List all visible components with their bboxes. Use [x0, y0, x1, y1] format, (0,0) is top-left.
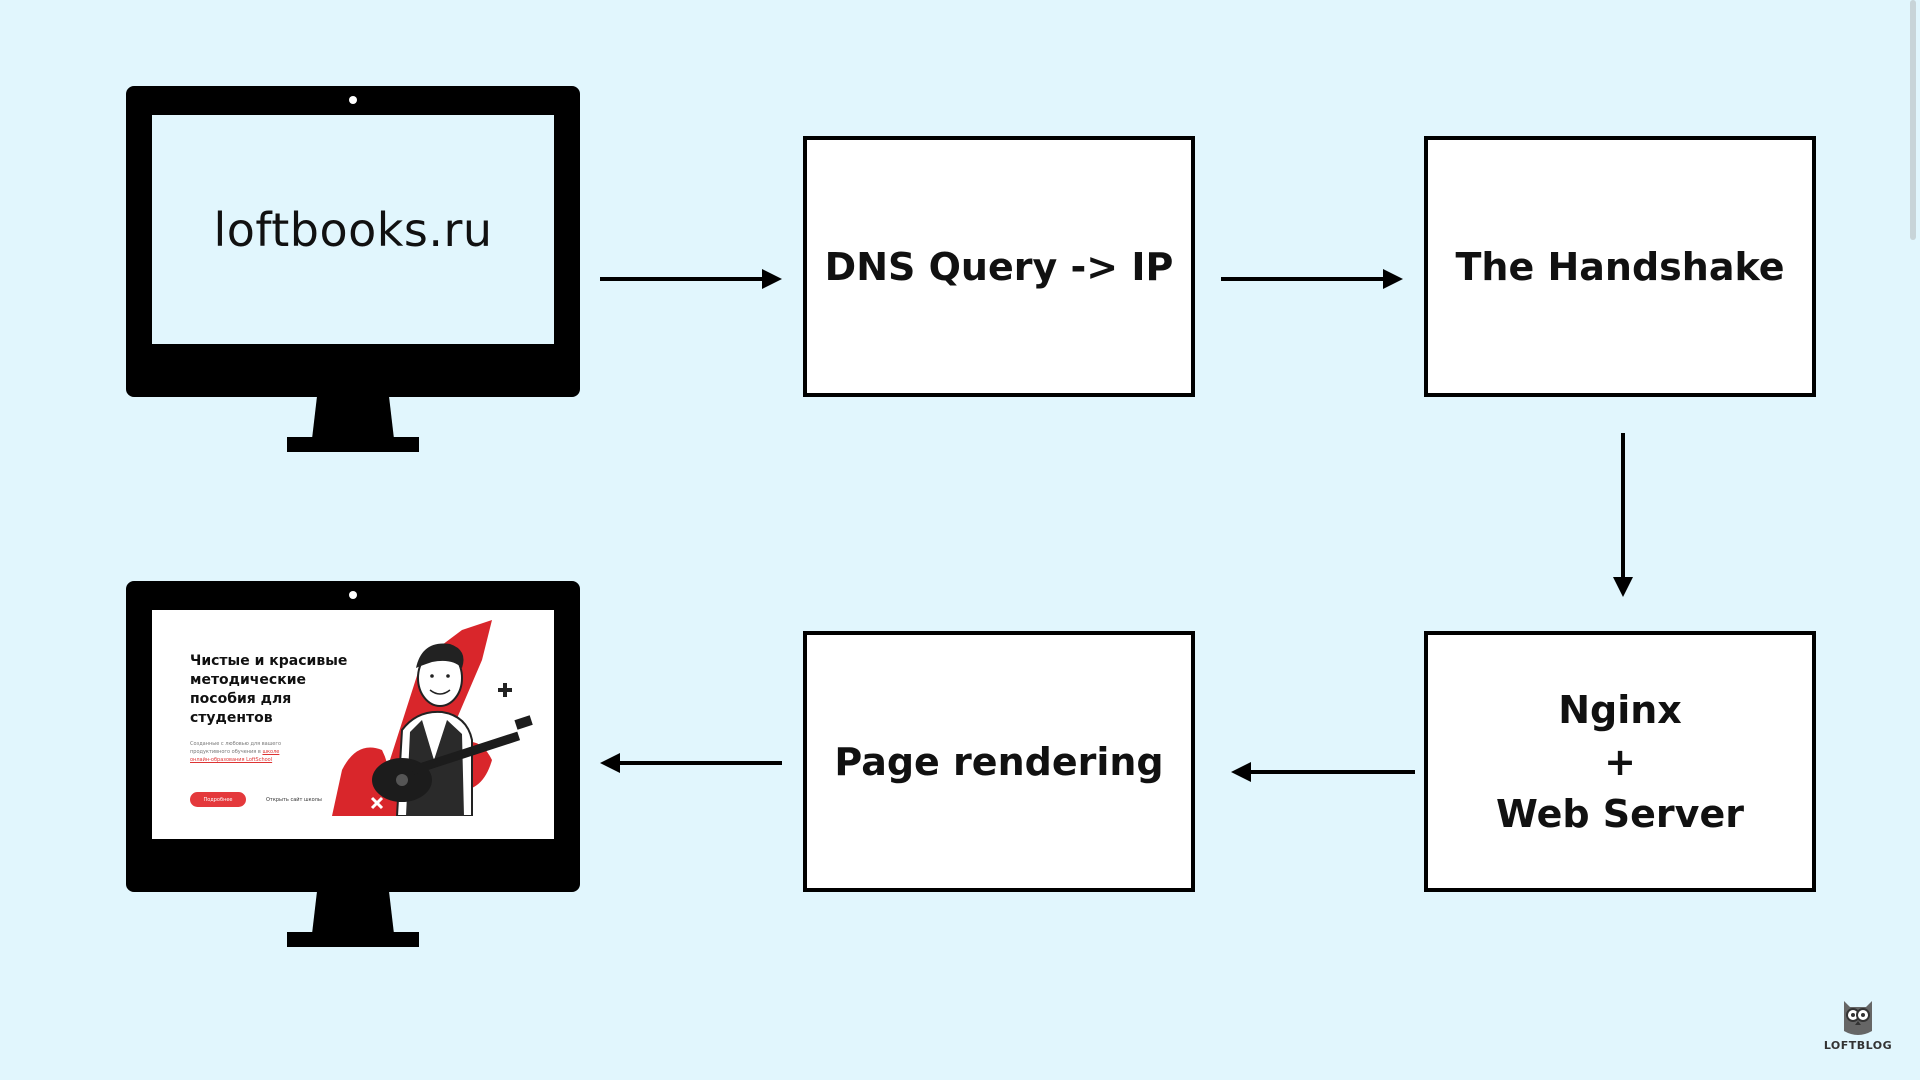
arrow-monitor-to-dns	[600, 269, 782, 289]
nginx-label: Nginx	[1558, 687, 1682, 732]
website-preview: Чистые и красивые методические пособия д…	[152, 620, 538, 816]
monitor-stand-neck	[312, 892, 394, 934]
monitor-screen: Чистые и красивые методические пособия д…	[152, 610, 554, 839]
camera-dot	[349, 591, 357, 599]
web-server-text: Web Server	[1496, 791, 1744, 836]
arrow-server-to-render	[1231, 762, 1415, 782]
dns-query-label: DNS Query -> IP	[824, 244, 1174, 289]
site-primary-button: Подробнее	[190, 792, 246, 807]
site-heading: Чистые и красивые методические пособия д…	[190, 653, 348, 726]
url-text: loftbooks.ru	[213, 203, 493, 257]
loftblog-logo: LOFTBLOG	[1822, 995, 1894, 1052]
monitor-stand-base	[287, 932, 419, 947]
web-server-box: Nginx + Web Server	[1424, 631, 1816, 892]
owl-icon	[1844, 1001, 1872, 1035]
scrollbar[interactable]	[1910, 0, 1916, 240]
logo-text: LOFTBLOG	[1823, 1039, 1893, 1052]
camera-dot	[349, 96, 357, 104]
page-rendering-label: Page rendering	[834, 739, 1164, 784]
handshake-box: The Handshake	[1424, 136, 1816, 397]
arrow-dns-to-handshake	[1221, 269, 1403, 289]
monitor-stand-neck	[312, 397, 394, 439]
arrow-render-to-monitor	[600, 753, 782, 773]
site-description: Созданные с любовью для вашего продуктив…	[190, 740, 300, 764]
web-server-label: Nginx + Web Server	[1496, 684, 1744, 840]
site-secondary-button: Открыть сайт школы	[266, 796, 322, 803]
monitor-stand-base	[287, 437, 419, 452]
page-rendering-box: Page rendering	[803, 631, 1195, 892]
monitor-screen: loftbooks.ru	[152, 115, 554, 344]
arrow-handshake-to-server	[1613, 433, 1633, 597]
plus-label: +	[1604, 739, 1636, 784]
handshake-label: The Handshake	[1455, 244, 1785, 289]
site-description-text: Созданные с любовью для вашего продуктив…	[190, 741, 282, 755]
site-description-link: школе онлайн-образования LoftSchool	[190, 749, 280, 763]
dns-query-box: DNS Query -> IP	[803, 136, 1195, 397]
guitarist-illustration	[332, 620, 533, 816]
